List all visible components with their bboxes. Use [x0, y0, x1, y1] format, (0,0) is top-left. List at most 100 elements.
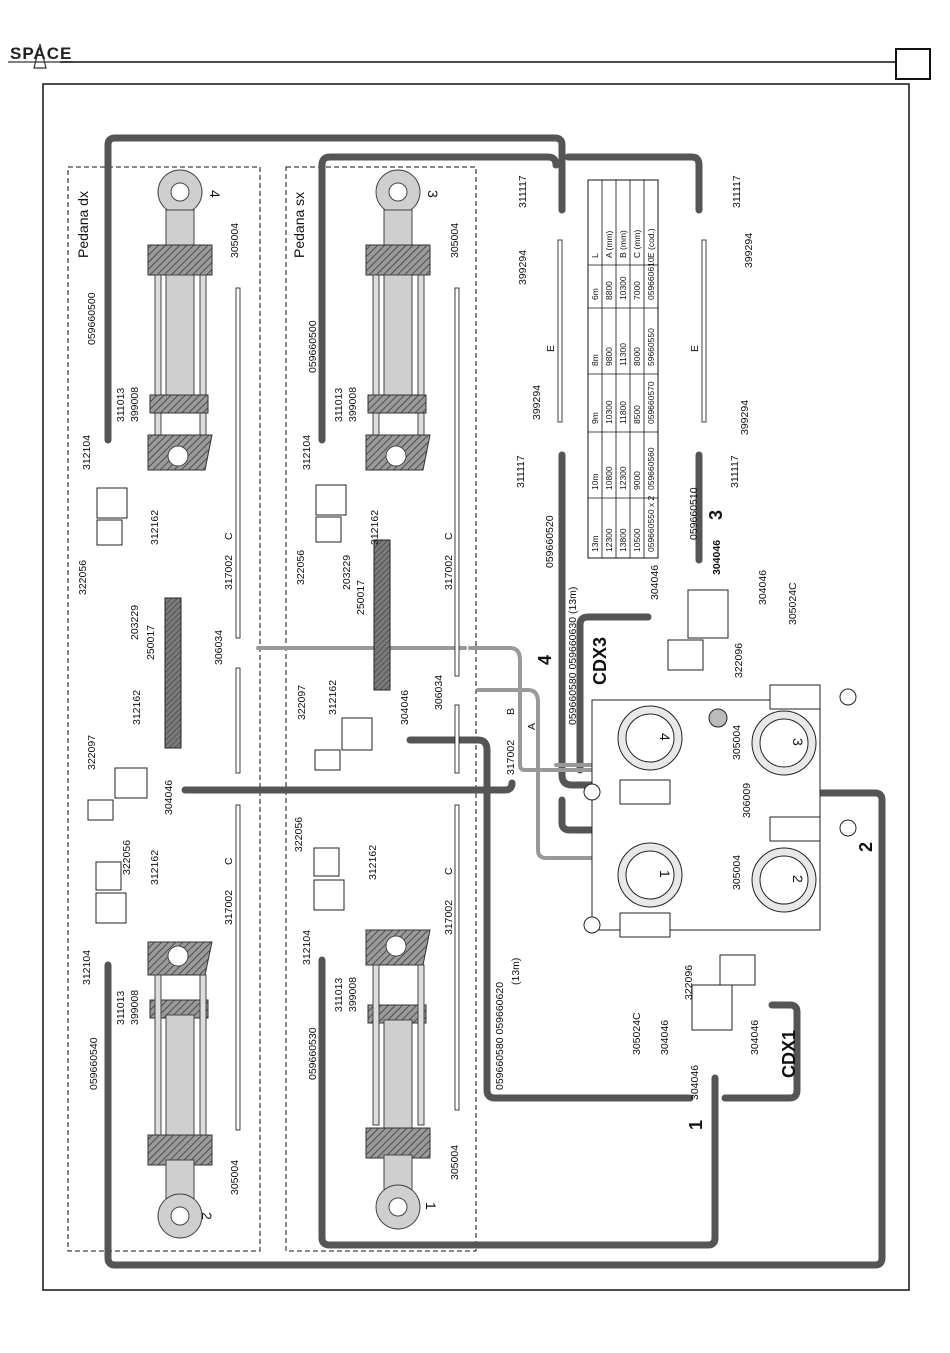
part-label-p203229_a: 203229 [129, 605, 141, 640]
platform-left-label: Pedana sx [291, 192, 307, 258]
part-label-p311013_c: 311013 [115, 991, 127, 1025]
hose-317002-a [468, 646, 612, 772]
part-label-p203229_b: 203229 [341, 555, 353, 590]
part-label-p059660520: 059660520 [544, 515, 556, 568]
c-line-mid-left [454, 704, 460, 774]
part-label-p059660500_b: 059660500 [307, 320, 319, 373]
part-label-p305024c_a: 305024C [631, 1012, 643, 1055]
part-label-p311117_b: 311117 [731, 175, 743, 208]
hose-059660620 [406, 736, 694, 1102]
hose-059660500-left [318, 153, 560, 444]
part-label-p059660530: 059660530 [307, 1027, 319, 1080]
page-number-box [895, 48, 931, 80]
part-label-p250017_a: 250017 [145, 625, 157, 660]
part-label-p399008_a: 399008 [129, 387, 141, 422]
table-header-1: A (mm) [604, 230, 614, 258]
part-label-p312162_c: 312162 [131, 690, 143, 725]
part-label-letter_e2: E [689, 345, 701, 352]
part-label-p304046_d: 304046 [757, 570, 769, 605]
valve-322056-a-coil [96, 519, 123, 546]
table-cell-0-1: 8800 [604, 281, 614, 300]
hose-middle-horizontal [181, 779, 516, 794]
part-label-p13m: (13m) [510, 958, 522, 985]
valve-322056-d-coil [313, 847, 340, 877]
table-cell-4-4: 059660550 x 2 [646, 495, 656, 552]
part-label-p304046_e: 304046 [689, 1065, 701, 1100]
cdx3-label: CDX3 [590, 637, 610, 685]
cylinder-1-label: 1 [423, 1202, 439, 1210]
valve-322056-c [95, 892, 127, 924]
valve-322096-top-coil [667, 639, 704, 671]
part-label-p312162_d: 312162 [327, 680, 339, 715]
part-label-p317002_c3: 317002 [223, 890, 235, 925]
table-cell-4-0: 13m [590, 535, 600, 552]
valve-322056-a [96, 487, 128, 519]
logo-text: SPACE [10, 44, 73, 63]
part-label-p322096_a: 322096 [683, 965, 695, 1000]
platform-left-box [285, 166, 477, 1252]
cylinder-2-label: 2 [199, 1212, 215, 1220]
part-label-p399294_a: 399294 [517, 250, 529, 285]
cylinder-4-label: 4 [207, 190, 223, 198]
cylinder-3-label: 3 [425, 190, 441, 198]
table-cell-3-1: 10800 [604, 466, 614, 490]
c-line-mid-right-a [235, 667, 241, 774]
table-cell-1-1: 9800 [604, 347, 614, 366]
part-label-p311117_c: 311117 [515, 455, 527, 488]
part-label-p399294_c: 399294 [531, 385, 543, 420]
part-label-p322056_d: 322056 [293, 817, 305, 852]
part-label-p399008_b: 399008 [347, 387, 359, 422]
table-header-3: C (mm) [632, 230, 642, 258]
valve-322056-c-coil [95, 861, 122, 891]
valve-322096-top [687, 589, 729, 639]
part-label-p306034_a: 306034 [213, 630, 225, 665]
c-line-lower-left [454, 804, 460, 1111]
part-label-letter_c3: C [223, 857, 235, 865]
table-cell-2-3: 8500 [632, 405, 642, 424]
part-label-p304046_a: 304046 [163, 780, 175, 815]
valve-322056-b-coil [315, 516, 342, 543]
port-4-label: 4 [535, 655, 555, 665]
table-cell-4-1: 12300 [604, 528, 614, 552]
part-label-p304046_c: 304046 [649, 565, 661, 600]
table-cell-3-4: 059660560 [646, 447, 656, 490]
part-label-p312104_a: 312104 [81, 435, 93, 470]
hose-cdx1-return [721, 1001, 801, 1102]
part-label-p059660620: 059660580 059660620 [494, 982, 506, 1090]
table-cell-0-4: 059660610 [646, 257, 656, 300]
part-label-p311117_d: 311117 [729, 455, 741, 488]
part-label-letter_e1: E [545, 345, 557, 352]
part-label-p399008_d: 399008 [347, 977, 359, 1012]
hose-059660500-right [104, 134, 566, 444]
part-label-p311117_a: 311117 [517, 175, 529, 208]
part-label-p305004_b: 305004 [449, 223, 461, 258]
valve-322097-left-coil [314, 749, 341, 771]
valve-322097-right-coil [87, 799, 114, 821]
pump-1-label: 1 [657, 870, 673, 878]
part-label-letter_b: B [505, 708, 517, 715]
part-label-letter_a: A [526, 723, 538, 730]
part-label-p304046_g: 304046 [749, 1020, 761, 1055]
e-line-2 [701, 239, 707, 423]
part-label-p312162_a: 312162 [149, 510, 161, 545]
part-label-p305024c_b: 305024C [787, 582, 799, 625]
table-cell-1-2: 11300 [618, 343, 628, 366]
part-label-p312162_f: 312162 [367, 845, 379, 880]
table-cell-4-2: 13800 [618, 528, 628, 552]
cylinder-4: 4 [147, 169, 223, 471]
port-2-label: 2 [856, 842, 876, 852]
part-label-p306009: 306009 [741, 783, 753, 818]
hose-top-right [564, 153, 703, 214]
part-label-p317002_c4: 317002 [443, 900, 455, 935]
c-lines [235, 239, 707, 1131]
hose-059660540 [104, 789, 886, 1269]
part-label-p312104_b: 312104 [301, 435, 313, 470]
part-label-p311013_a: 311013 [115, 388, 127, 422]
page-frame [42, 83, 910, 1291]
table-cell-1-4: 59660550 [646, 328, 656, 366]
table-cell-2-1: 10300 [604, 400, 614, 424]
part-label-p322056_c: 322056 [121, 840, 133, 875]
part-label-p059660510: 059660510 [688, 487, 700, 540]
part-label-p312162_b: 312162 [369, 510, 381, 545]
